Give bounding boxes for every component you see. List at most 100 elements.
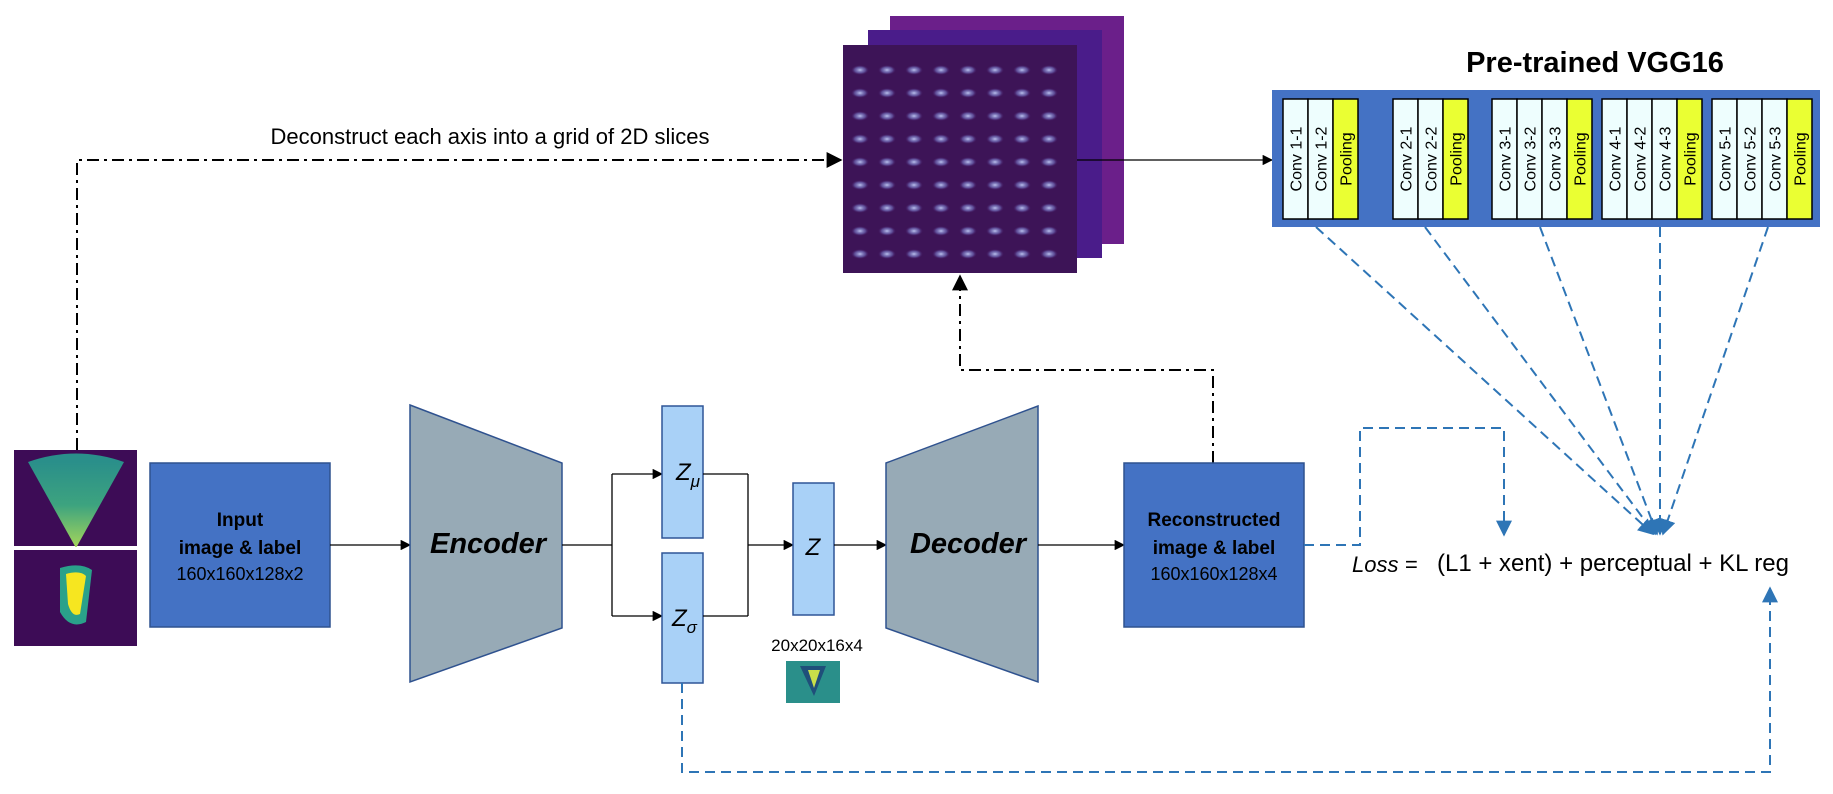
vgg-layer-label: Conv 3-1 (1498, 126, 1515, 191)
slice-blob (851, 203, 869, 213)
vgg-layer-label: Conv 2-2 (1424, 126, 1441, 191)
slice-blob (1040, 249, 1058, 259)
slice-blob (959, 226, 977, 236)
vgg-layer-label: Conv 4-1 (1608, 126, 1625, 191)
slice-blob (959, 203, 977, 213)
slice-blob (878, 226, 896, 236)
slice-blob (905, 65, 923, 75)
slice-blob (905, 157, 923, 167)
vgg-conv-layer (1651, 98, 1678, 220)
slice-blob (959, 88, 977, 98)
slice-blob (1013, 65, 1031, 75)
recon-to-loss-dashed (1304, 427, 1512, 546)
slice-blob (932, 111, 950, 121)
vgg-layer-label: Conv 3-2 (1523, 126, 1540, 191)
slice-blob (905, 203, 923, 213)
slice-blob (1013, 180, 1031, 190)
vgg-pooling-layer (1566, 98, 1593, 220)
slice-blob (905, 88, 923, 98)
encoder-shape (409, 403, 563, 684)
vgg-conv-layer (1282, 98, 1309, 220)
slice-blob (1040, 157, 1058, 167)
vgg-layer-label: Conv 5-2 (1743, 126, 1760, 191)
input-box-line2: image & label (179, 538, 302, 559)
vgg-layer-label: Pooling (1683, 132, 1700, 185)
slice-blob (905, 249, 923, 259)
slice-grid-blobs (851, 65, 1058, 259)
slice-blob (932, 203, 950, 213)
slice-blob (986, 65, 1004, 75)
encoder-split-lines (562, 474, 613, 616)
vgg-conv-layer (1736, 98, 1763, 220)
slice-blob (1013, 249, 1031, 259)
slice-blob (878, 134, 896, 144)
vgg-conv-layer (1601, 98, 1628, 220)
z-mu-label: Zμ (675, 459, 701, 491)
slice-blob (878, 65, 896, 75)
vgg-layer-groups: Conv 1-1 Conv 1-2 Pooling Conv 2-1 Conv 2-2 P… (1282, 98, 1813, 220)
slice-blob (986, 111, 1004, 121)
slice-blob (932, 226, 950, 236)
slice-blob (932, 134, 950, 144)
recon-box-line2: image & label (1153, 538, 1276, 559)
vgg-layer-label: Conv 5-3 (1768, 126, 1785, 191)
slice-blob (851, 134, 869, 144)
vgg-layer-label: Conv 4-3 (1658, 126, 1675, 191)
vgg-layer-label: Pooling (1573, 132, 1590, 185)
slice-blob (986, 249, 1004, 259)
slice-blob (878, 180, 896, 190)
recon-box (1123, 462, 1305, 628)
vgg-layer-label: Conv 5-1 (1718, 126, 1735, 191)
slice-blob (959, 134, 977, 144)
deconstruct-label: Deconstruct each axis into a grid of 2D … (271, 124, 710, 149)
input-to-slices-dashdot (76, 152, 843, 450)
slice-blob (1040, 180, 1058, 190)
latent-dims: 20x20x16x4 (771, 636, 863, 655)
slice-blob (851, 249, 869, 259)
input-box-dims: 160x160x128x2 (176, 564, 303, 584)
slice-blob (905, 226, 923, 236)
slice-blob (986, 203, 1004, 213)
vgg-layer-label: Pooling (1793, 132, 1810, 185)
slice-blob (959, 157, 977, 167)
slice-blob (986, 88, 1004, 98)
slice-blob (1013, 203, 1031, 213)
z-mu-box (661, 405, 704, 539)
vgg-conv-layer (1516, 98, 1543, 220)
slice-blob (986, 226, 1004, 236)
encoder-label: Encoder (430, 528, 548, 560)
vgg-layer-label: Conv 2-1 (1399, 126, 1416, 191)
recon-box-line1: Reconstructed (1147, 510, 1280, 531)
slice-blob (959, 249, 977, 259)
decoder-shape (885, 404, 1039, 684)
input-box-line1: Input (217, 510, 264, 531)
vgg-layer-label: Conv 1-1 (1289, 126, 1306, 191)
loss-rhs: (L1 + xent) + perceptual + KL reg (1437, 550, 1789, 577)
slice-blob (1013, 88, 1031, 98)
slice-blob (878, 249, 896, 259)
slice-blob (1013, 134, 1031, 144)
vgg-conv-layer (1417, 98, 1444, 220)
zsigma-to-kl-dashed (681, 586, 1778, 773)
slice-blob (959, 180, 977, 190)
z-box (792, 482, 835, 616)
slice-blob (1040, 203, 1058, 213)
slice-blob (878, 111, 896, 121)
loss-lhs: Loss = (1352, 552, 1418, 577)
slice-blob (986, 157, 1004, 167)
decoder-label: Decoder (910, 528, 1028, 560)
vgg-pooling-layer (1442, 98, 1469, 220)
slice-blob (851, 226, 869, 236)
vgg-pooling-layer (1332, 98, 1359, 220)
slice-blob (932, 65, 950, 75)
slice-blob (851, 157, 869, 167)
input-image (14, 450, 137, 646)
vgg-layer-label: Pooling (1339, 132, 1356, 185)
slice-blob (1013, 226, 1031, 236)
slice-blob (878, 157, 896, 167)
slice-blob (1040, 226, 1058, 236)
latent-thumbnail (786, 661, 840, 703)
vgg-layer-label: Conv 1-2 (1314, 126, 1331, 191)
